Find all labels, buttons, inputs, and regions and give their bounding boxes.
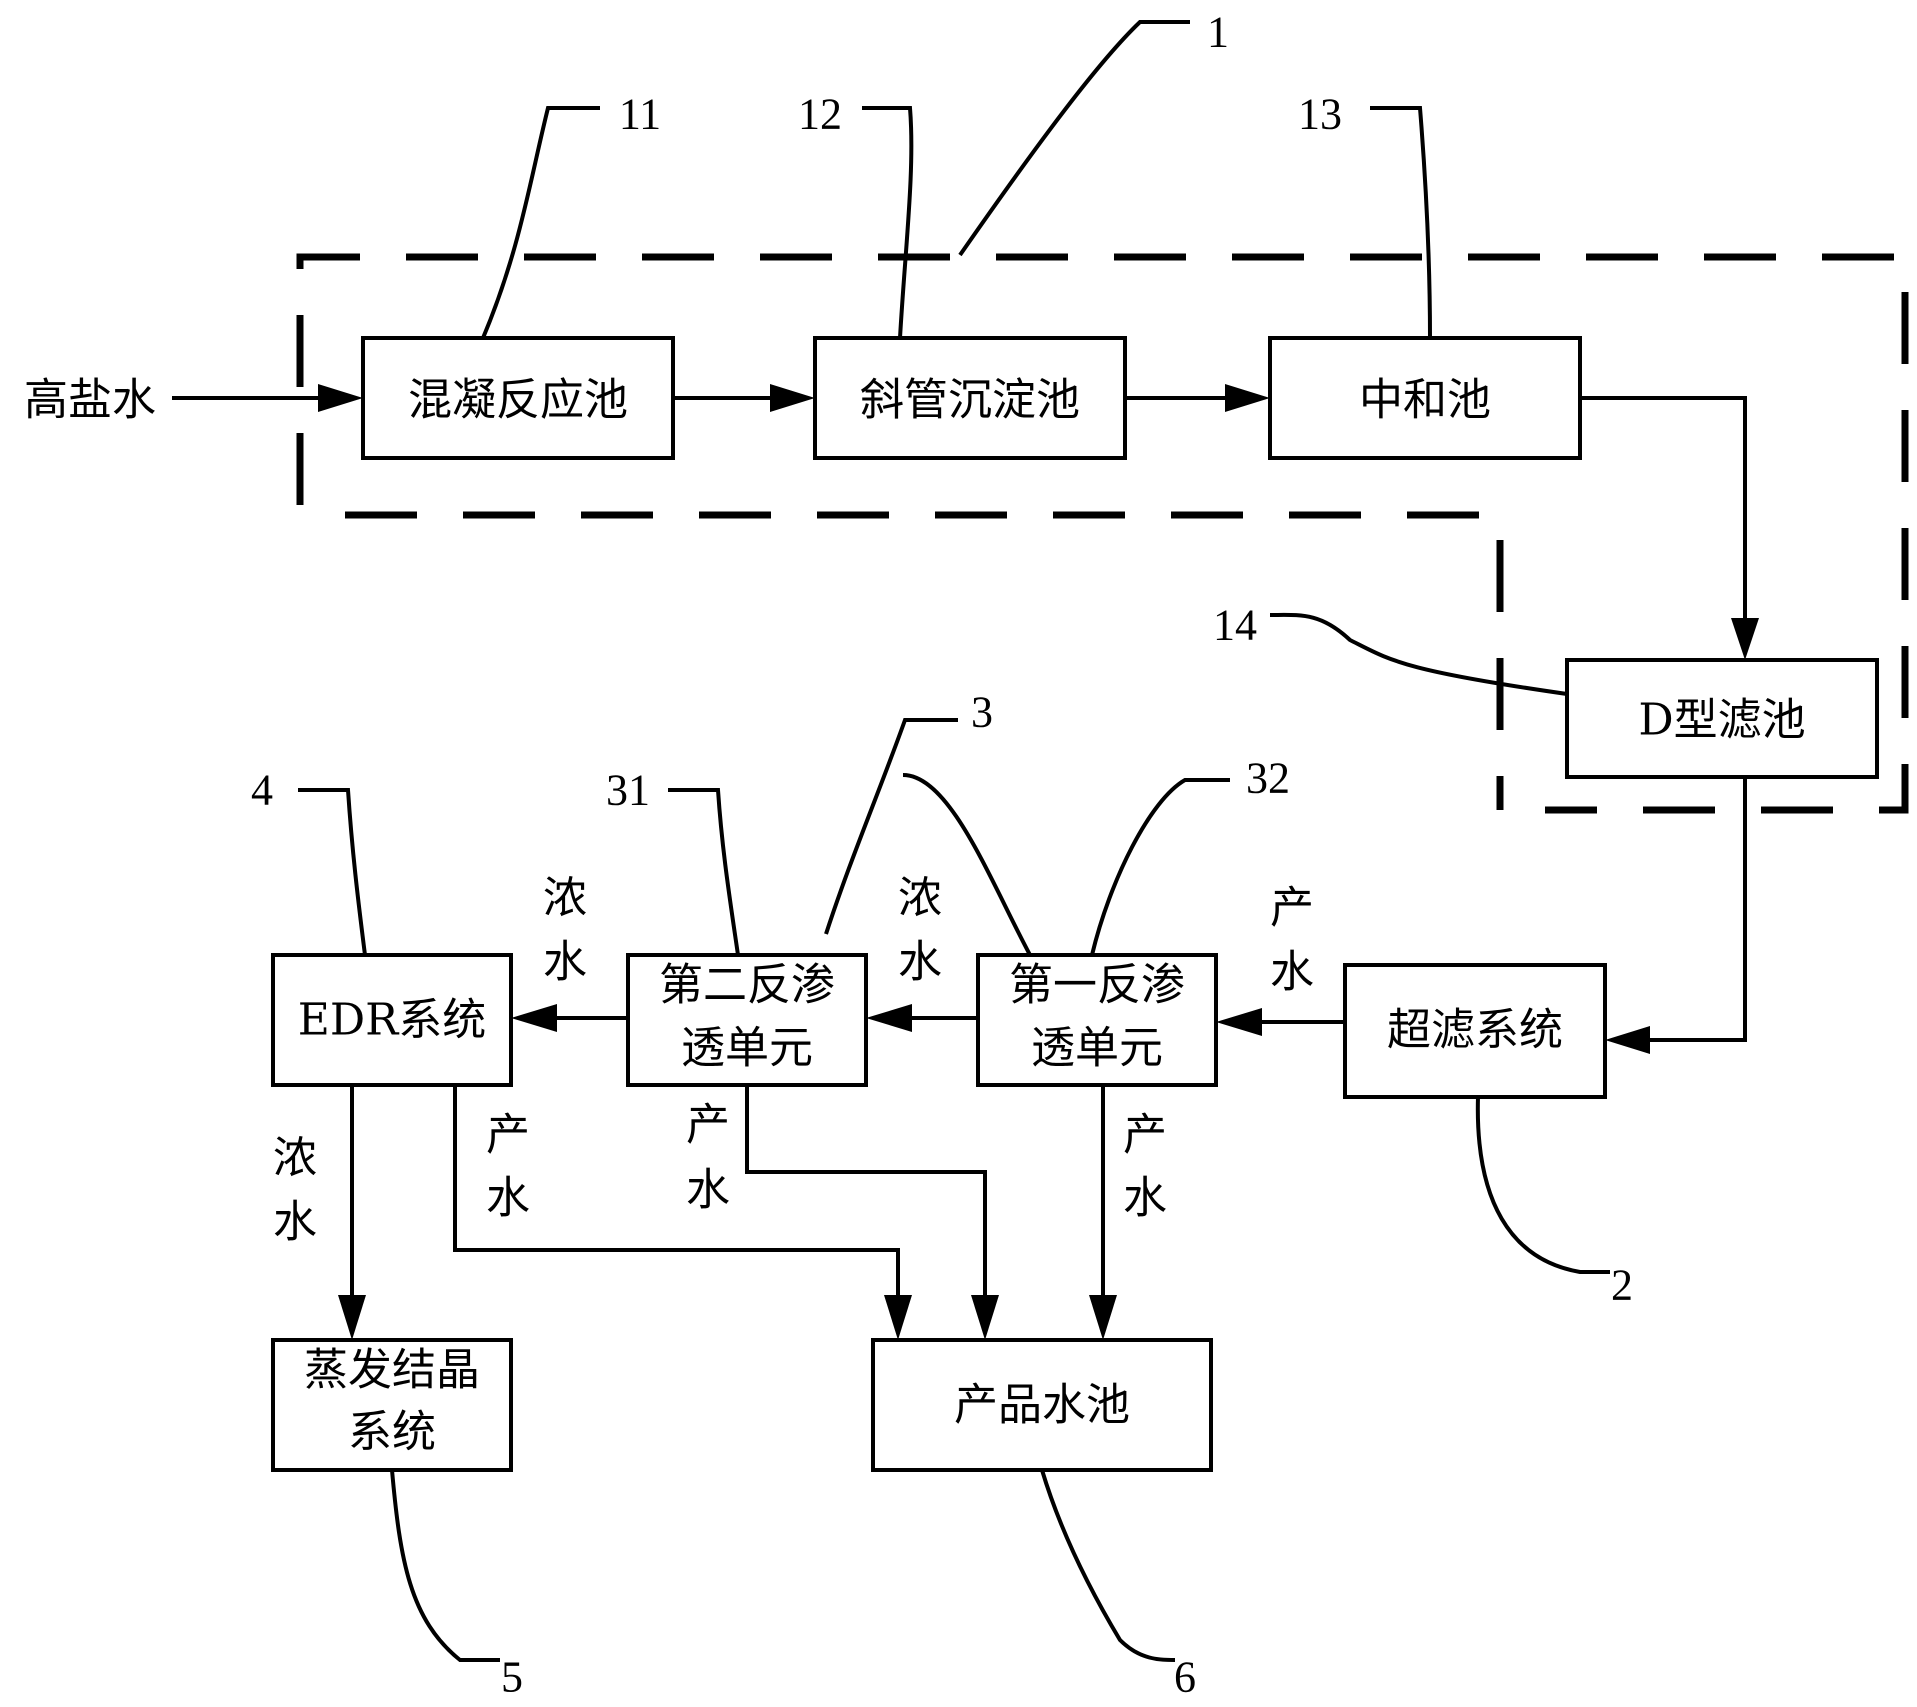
- pretreatment-boundary: [296, 253, 1909, 814]
- inclined-tube-settler-label: 斜管沉淀池: [860, 375, 1080, 426]
- callout-31: 31: [606, 766, 650, 815]
- d-filter-box: [1565, 658, 1879, 779]
- inclined-tube-settler-box: [813, 336, 1127, 460]
- first-ro-unit-label-line1: 第一反渗: [1009, 960, 1185, 1011]
- evaporation-crystallization-box: [271, 1338, 513, 1472]
- ro1-product-label-bottom: 水: [1123, 1173, 1167, 1224]
- edr-concentrate-label-top: 浓: [543, 873, 587, 924]
- neutralization-tank-label: 中和池: [1359, 375, 1491, 426]
- ro1-concentrate-label-bottom: 水: [898, 937, 942, 988]
- callout-4: 4: [251, 766, 273, 815]
- flow-lines: [172, 396, 1747, 1295]
- callout-2: 2: [1611, 1261, 1633, 1310]
- callout-32: 32: [1246, 754, 1290, 803]
- callout-3: 3: [971, 688, 993, 737]
- edr-product-label-bottom: 水: [486, 1173, 530, 1224]
- uf-product-label-top: 产: [1270, 883, 1314, 934]
- callout-12: 12: [798, 90, 842, 139]
- evap-concentrate-label-top: 浓: [273, 1133, 317, 1184]
- leader-lines: [298, 20, 1610, 1662]
- callout-11: 11: [619, 90, 661, 139]
- arrowheads: [318, 384, 1759, 1340]
- callout-5: 5: [501, 1653, 523, 1702]
- edr-system-label: EDR系统: [298, 995, 487, 1046]
- evaporation-crystallization-label-line1: 蒸发结晶: [304, 1345, 480, 1396]
- callout-1: 1: [1207, 8, 1229, 57]
- edr-product-label-top: 产: [486, 1110, 530, 1161]
- second-ro-unit-label-line1: 第二反渗: [659, 960, 835, 1011]
- uf-product-label-bottom: 水: [1270, 947, 1314, 998]
- edr-system-box: [271, 953, 513, 1087]
- evaporation-crystallization-label-line2: 系统: [348, 1407, 436, 1458]
- ro2-product-label-bottom: 水: [686, 1165, 730, 1216]
- coagulation-tank-label: 混凝反应池: [408, 375, 628, 426]
- product-water-pool-label: 产品水池: [954, 1380, 1130, 1431]
- d-filter-label: D型滤池: [1638, 695, 1805, 746]
- input-high-salinity-water-label: 高盐水: [24, 375, 156, 426]
- ro2-product-label-top: 产: [686, 1100, 730, 1151]
- second-ro-unit-label-line2: 透单元: [681, 1023, 813, 1074]
- ultrafiltration-label: 超滤系统: [1387, 1005, 1563, 1056]
- edr-concentrate-label-bottom: 水: [543, 937, 587, 988]
- ultrafiltration-box: [1343, 963, 1607, 1099]
- coagulation-tank-box: [361, 336, 675, 460]
- ro1-concentrate-label-top: 浓: [898, 873, 942, 924]
- callout-6: 6: [1174, 1653, 1196, 1702]
- callout-13: 13: [1298, 90, 1342, 139]
- evap-concentrate-label-bottom: 水: [273, 1197, 317, 1248]
- ro1-product-label-top: 产: [1123, 1110, 1167, 1161]
- callout-14: 14: [1213, 601, 1257, 650]
- first-ro-unit-label-line2: 透单元: [1031, 1023, 1163, 1074]
